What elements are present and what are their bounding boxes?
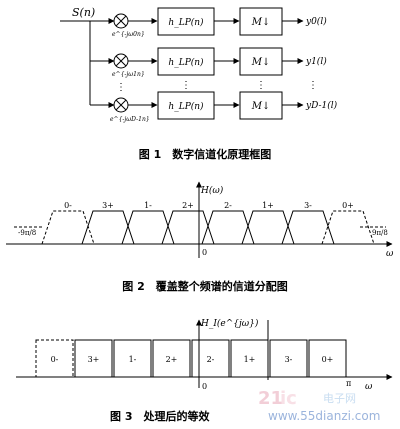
fig2-band-label-7: 0+ (342, 201, 354, 210)
fig3-band-label-2: 1- (129, 355, 137, 364)
fig2-bands (41, 210, 375, 245)
fig3-band-1 (74, 339, 113, 378)
watermark-logo: 21 ic 电子网 (258, 388, 356, 409)
figure-2-channel-allocation (6, 181, 393, 258)
fig3-band-7 (308, 339, 347, 378)
exp-label-1: e^{-jω1n} (112, 71, 145, 78)
figure-2-caption: 图 2 覆盖整个频谱的信道分配图 (122, 279, 287, 293)
fig2-left-tick: -9π/8 (18, 229, 36, 237)
output-label-0: y0(l) (305, 16, 327, 27)
fig2-band-4 (201, 210, 255, 245)
fig2-x-label: ω (386, 249, 394, 259)
fig2-origin: 0 (202, 248, 207, 257)
svg-text:电子网: 电子网 (323, 392, 356, 405)
multiplier-1 (113, 53, 129, 69)
fig3-band-5 (230, 339, 269, 378)
fig2-band-labels: 0- 3+ 1- 2+ 2- 1+ 3- 0+ (64, 201, 354, 210)
fig2-band-label-3: 2+ (182, 201, 194, 210)
figure-1-block-diagram: S(n) (60, 6, 304, 120)
filter-label-0: h_LP(n) (168, 17, 204, 28)
fig3-band-label-4: 2- (207, 355, 215, 364)
fig2-band-label-4: 2- (224, 201, 232, 210)
figure-3-labels: 0- 3+ 1- 2+ 2- 1+ 3- 0+ H_I(e^{jω}) ω π 0 图 3 处… (51, 318, 373, 423)
fig3-band-4 (191, 339, 230, 378)
fig3-origin: 0 (202, 382, 207, 391)
fig3-band-0 (35, 339, 74, 378)
exp-label-2: e^{-jωD-1n} (110, 116, 150, 123)
watermark-url: www.55dianzi.com (268, 409, 380, 423)
ellipsis-mult: ⋮ (116, 82, 126, 93)
fig3-band-6 (269, 339, 308, 378)
watermark: 21 ic 电子网 www.55dianzi.com (258, 388, 380, 423)
filter-label-1: h_LP(n) (168, 57, 204, 68)
filter-label-2: h_LP(n) (168, 101, 204, 112)
ellipsis-output: ⋮ (308, 80, 318, 91)
fig2-band-1 (81, 210, 135, 245)
fig3-bands (35, 339, 347, 378)
exp-label-0: e^{-jω0n} (112, 31, 145, 38)
multiplier-0 (113, 13, 129, 29)
fig2-band-3 (161, 210, 215, 245)
fig2-band-label-6: 3- (304, 201, 312, 210)
fig2-band-0 (41, 210, 95, 245)
fig3-x-label: ω (365, 382, 373, 392)
fig3-band-label-7: 0+ (322, 355, 334, 364)
fig3-band-label-5: 1+ (244, 355, 256, 364)
figure-1-caption: 图 1 数字信道化原理框图 (139, 147, 271, 161)
decimator-label-2: M↓ (251, 101, 271, 112)
fig3-band-label-1: 3+ (88, 355, 100, 364)
output-label-1: y1(l) (305, 56, 327, 67)
fig2-band-label-2: 1- (144, 201, 152, 210)
multiplier-2 (113, 97, 129, 113)
fig3-pi-label: π (346, 379, 351, 388)
fig2-band-7 (321, 210, 375, 245)
fig2-right-tick: 9π/8 (372, 229, 388, 237)
fig2-band-label-1: 3+ (102, 201, 114, 210)
fig3-band-3 (152, 339, 191, 378)
figure-3-caption: 图 3 处理后的等效 (110, 409, 210, 423)
fig2-band-5 (241, 210, 295, 245)
fig3-band-label-0: 0- (51, 355, 59, 364)
figure-2-labels: 0- 3+ 1- 2+ 2- 1+ 3- 0+ H(ω) ω 0 -9π/8 9π/8 图 2… (18, 185, 394, 293)
svg-text:ic: ic (280, 388, 297, 409)
fig3-band-label-6: 3- (285, 355, 293, 364)
fig3-band-label-3: 2+ (166, 355, 178, 364)
ellipsis-filter: ⋮ (181, 80, 191, 91)
fig3-y-label: H_I(e^{jω}) (200, 318, 259, 329)
fig2-band-6 (281, 210, 335, 245)
fig3-band-labels: 0- 3+ 1- 2+ 2- 1+ 3- 0+ (51, 355, 334, 364)
output-label-2: yD-1(l) (305, 100, 338, 111)
decimator-label-1: M↓ (251, 57, 271, 68)
figure-3-equivalent-response (16, 319, 393, 388)
fig2-band-2 (121, 210, 175, 245)
decimator-label-0: M↓ (251, 17, 271, 28)
fig2-band-label-5: 1+ (262, 201, 274, 210)
fig2-band-label-0: 0- (64, 201, 72, 210)
fig3-band-2 (113, 339, 152, 378)
ellipsis-decimator: ⋮ (256, 80, 266, 91)
fig2-y-label: H(ω) (200, 185, 224, 196)
figure-1-labels: h_LP(n) h_LP(n) h_LP(n) M↓ M↓ M↓ y0(l) y… (110, 16, 338, 161)
input-label: S(n) (72, 6, 95, 19)
svg-text:21: 21 (258, 388, 283, 409)
